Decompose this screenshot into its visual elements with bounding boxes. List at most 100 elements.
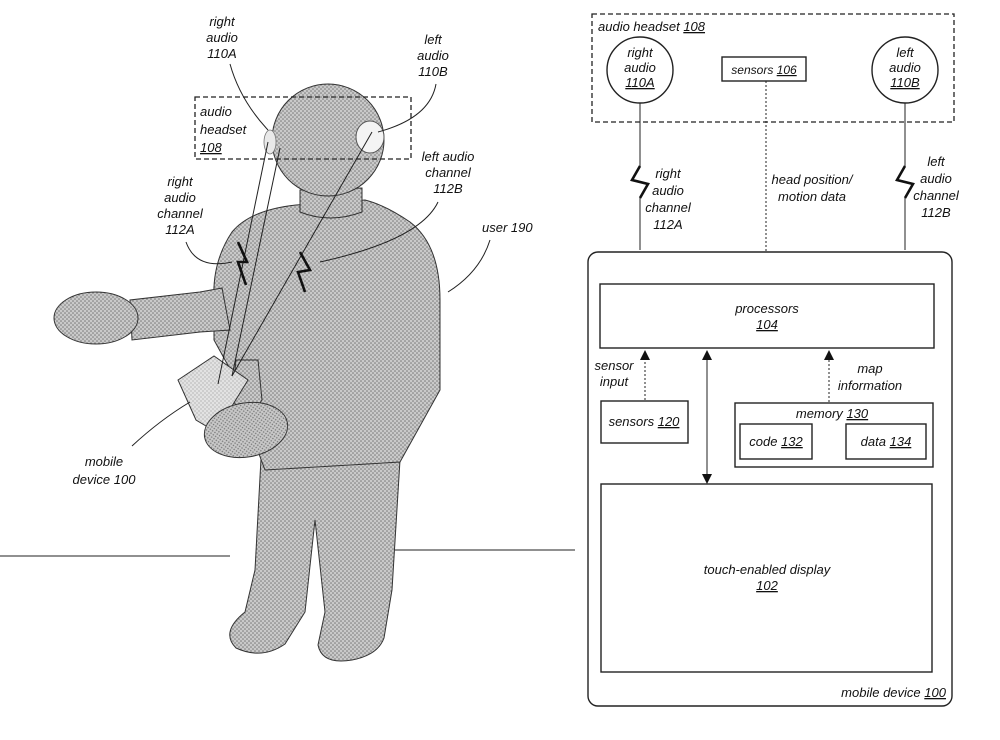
label-text: mobile: [85, 454, 123, 469]
label-text: audio: [164, 190, 196, 205]
node-text: processors: [734, 301, 799, 316]
label-left-audio-110b: left audio 110B: [377, 32, 449, 133]
label-left-audio-channel-112b: left audio channel 112B: [319, 149, 475, 263]
node-text: left: [896, 45, 915, 60]
link-label: motion data: [778, 189, 846, 204]
label-text: channel: [157, 206, 204, 221]
label-text: left audio: [422, 149, 475, 164]
leader-line: [229, 63, 269, 131]
link-label: right: [655, 166, 682, 181]
link-label: sensor: [594, 358, 634, 373]
user-right-hand: [203, 401, 289, 459]
label-text: 108: [200, 140, 222, 155]
right-channel-line-b: [231, 147, 281, 377]
user-legs: [229, 439, 401, 662]
mobile-device-title: mobile device 100: [841, 685, 947, 700]
node-text: sensors 120: [609, 414, 681, 429]
label-text: device 100: [73, 472, 137, 487]
node-text: 104: [756, 317, 778, 332]
headset-dashed-box: [591, 13, 955, 123]
right-audio-channel-link: right audio channel 112A: [630, 103, 692, 250]
user-left-hand: [53, 291, 139, 345]
processors-box: [599, 283, 935, 349]
display-box: [600, 483, 933, 673]
sensors-106-box: [721, 56, 807, 82]
map-information-link: map information: [824, 350, 902, 402]
wireless-bolt-right: [236, 241, 250, 286]
processor-display-bus: [702, 350, 712, 484]
label-right-audio-channel-112a: right audio channel 112A: [157, 174, 233, 265]
audio-headset-title: audio headset 108: [598, 19, 706, 34]
leader-line: [319, 201, 439, 263]
user-extended-arm: [129, 287, 231, 341]
node-text: data 134: [861, 434, 912, 449]
link-label: 112A: [653, 217, 682, 232]
label-audio-headset-108-left: audio headset 108: [200, 104, 248, 155]
label-right-audio-110a: right audio 110A: [206, 14, 269, 131]
node-text: 110B: [890, 75, 920, 90]
arrow-head-icon: [824, 350, 834, 360]
node-text: 110A: [625, 75, 654, 90]
label-text: 112A: [165, 222, 194, 237]
label-text: audio: [417, 48, 449, 63]
sensors-106-node: sensors 106: [721, 56, 807, 82]
headset-dashed-box-left: [194, 96, 412, 160]
left-audio-110b-node: left audio 110B: [871, 36, 939, 104]
node-text: audio: [624, 60, 656, 75]
label-text: channel: [425, 165, 472, 180]
link-label: audio: [652, 183, 684, 198]
link-label: input: [600, 374, 630, 389]
wireless-bolt-icon: [630, 165, 650, 199]
memory-130-node: memory 130 code 132 data 134: [734, 402, 934, 468]
label-text: headset: [200, 122, 248, 137]
sensors-120-node: sensors 120: [600, 400, 689, 444]
audio-headset-box: audio headset 108: [591, 13, 955, 123]
user-torso: [213, 199, 441, 471]
head-position-link: head position/ motion data: [761, 81, 854, 282]
wireless-bolt-icon: [895, 165, 915, 199]
arrow-head-icon: [702, 474, 712, 484]
left-earpiece: [355, 120, 385, 154]
leader-line: [185, 241, 233, 265]
link-label: channel: [645, 200, 692, 215]
label-text: 112B: [433, 181, 463, 196]
processors-104-node: processors 104: [599, 283, 935, 349]
right-audio-110a-node: right audio 110A: [606, 36, 674, 104]
code-132-box: [739, 423, 813, 460]
node-text: code 132: [749, 434, 803, 449]
data-134-box: [845, 423, 927, 460]
label-mobile-device-100: mobile device 100: [73, 401, 191, 487]
link-label: map: [857, 361, 882, 376]
arrow-head-icon: [702, 350, 712, 360]
link-label: audio: [920, 171, 952, 186]
touch-display-102-node: touch-enabled display 102: [600, 483, 933, 673]
link-label: channel: [913, 188, 960, 203]
link-label: left: [927, 154, 946, 169]
label-text: 110B: [418, 64, 448, 79]
wireless-bolt-left: [296, 251, 313, 293]
label-text: left: [424, 32, 443, 47]
leader-line: [447, 239, 491, 293]
node-text: right: [627, 45, 654, 60]
node-text: memory 130: [796, 406, 869, 421]
sensor-input-link: sensor input: [594, 350, 650, 400]
arrow-head-icon: [640, 350, 650, 360]
label-text: 110A: [207, 46, 236, 61]
user-illustration: [0, 83, 575, 662]
label-text: audio: [206, 30, 238, 45]
link-label: head position/: [772, 172, 854, 187]
node-text: 102: [756, 578, 778, 593]
left-audio-channel-link: left audio channel 112B: [895, 103, 960, 250]
leader-line: [131, 401, 191, 447]
label-user-190: user 190: [447, 220, 533, 293]
node-text: touch-enabled display: [704, 562, 832, 577]
label-text: right: [167, 174, 194, 189]
link-label: 112B: [921, 205, 951, 220]
sensors-120-box: [600, 400, 689, 444]
link-label: information: [838, 378, 902, 393]
label-text: audio: [200, 104, 232, 119]
node-text: audio: [889, 60, 921, 75]
node-text: sensors 106: [731, 63, 797, 77]
label-text: user 190: [482, 220, 533, 235]
